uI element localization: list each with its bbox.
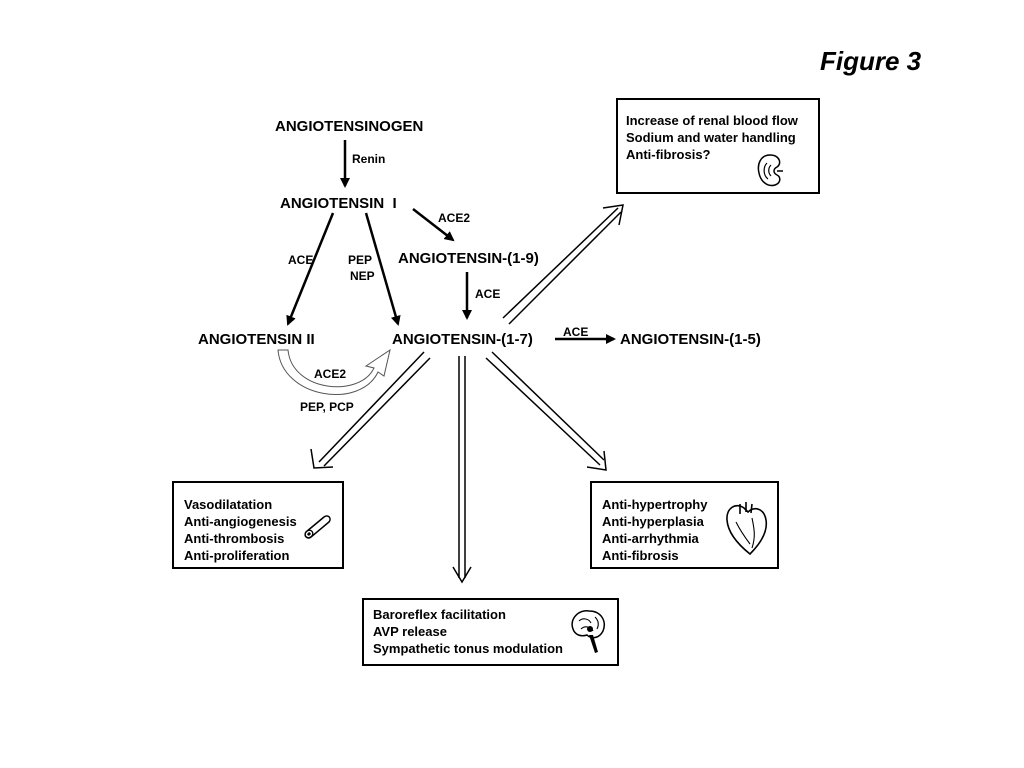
effect-item: Anti-angiogenesis (184, 514, 297, 529)
enzyme-label-ace: ACE (475, 287, 501, 301)
node-angiotensin-2: ANGIOTENSIN II (198, 331, 315, 348)
node-angiotensin-1-7: ANGIOTENSIN-(1-7) (392, 331, 533, 348)
node-angiotensinogen: ANGIOTENSINOGEN (275, 118, 424, 135)
enzyme-label-nep: NEP (350, 269, 375, 283)
brain-icon (571, 610, 605, 653)
enzyme-label-ace: ACE (563, 325, 589, 339)
curved-arrow-ace2 (277, 348, 391, 395)
blood-vessel-icon (304, 515, 331, 539)
effect-item: Increase of renal blood flow (626, 113, 798, 128)
effect-item: Anti-hypertrophy (602, 497, 708, 512)
node-angiotensin-1: ANGIOTENSIN I (280, 195, 397, 212)
node-angiotensin-1-9: ANGIOTENSIN-(1-9) (398, 250, 539, 267)
double-arrow-to-brain (452, 356, 472, 584)
heart-icon (726, 502, 768, 556)
kidney-icon (757, 154, 783, 187)
enzyme-label-ace2: ACE2 (438, 211, 471, 225)
effect-item: Anti-fibrosis? (626, 147, 711, 162)
enzyme-label-pep-pcp: PEP, PCP (300, 400, 354, 414)
double-arrow-to-vascular (310, 351, 431, 469)
effect-item: Anti-thrombosis (184, 531, 285, 546)
effect-item: Anti-arrhythmia (602, 531, 699, 546)
enzyme-label-pep: PEP (348, 253, 373, 267)
effect-item: Vasodilatation (184, 497, 273, 512)
effect-item: Baroreflex facilitation (373, 607, 506, 622)
effect-item: Sympathetic tonus modulation (373, 641, 563, 656)
enzyme-label-ace: ACE (288, 253, 314, 267)
brain-effects-box: Baroreflex facilitation AVP release Symp… (362, 598, 619, 666)
figure-title: Figure 3 (820, 46, 922, 76)
effect-item: Anti-fibrosis (602, 548, 679, 563)
enzyme-label-renin: Renin (352, 152, 386, 166)
enzyme-label-ace2: ACE2 (314, 367, 347, 381)
renal-effects-box: Increase of renal blood flow Sodium and … (616, 98, 820, 194)
vascular-effects-box: Vasodilatation Anti-angiogenesis Anti-th… (172, 481, 344, 569)
effect-item: AVP release (373, 624, 447, 639)
double-arrow-to-cardiac (485, 351, 607, 471)
arrow-ace-a1-a2 (286, 212, 335, 326)
arrow-pep-nep (364, 212, 401, 326)
arrow-ace2-a1-a19 (412, 208, 455, 242)
node-angiotensin-1-5: ANGIOTENSIN-(1-5) (620, 331, 761, 348)
effect-item: Anti-proliferation (184, 548, 290, 563)
effect-item: Anti-hyperplasia (602, 514, 704, 529)
double-arrow-to-renal (502, 204, 624, 325)
effect-item: Sodium and water handling (626, 130, 796, 145)
